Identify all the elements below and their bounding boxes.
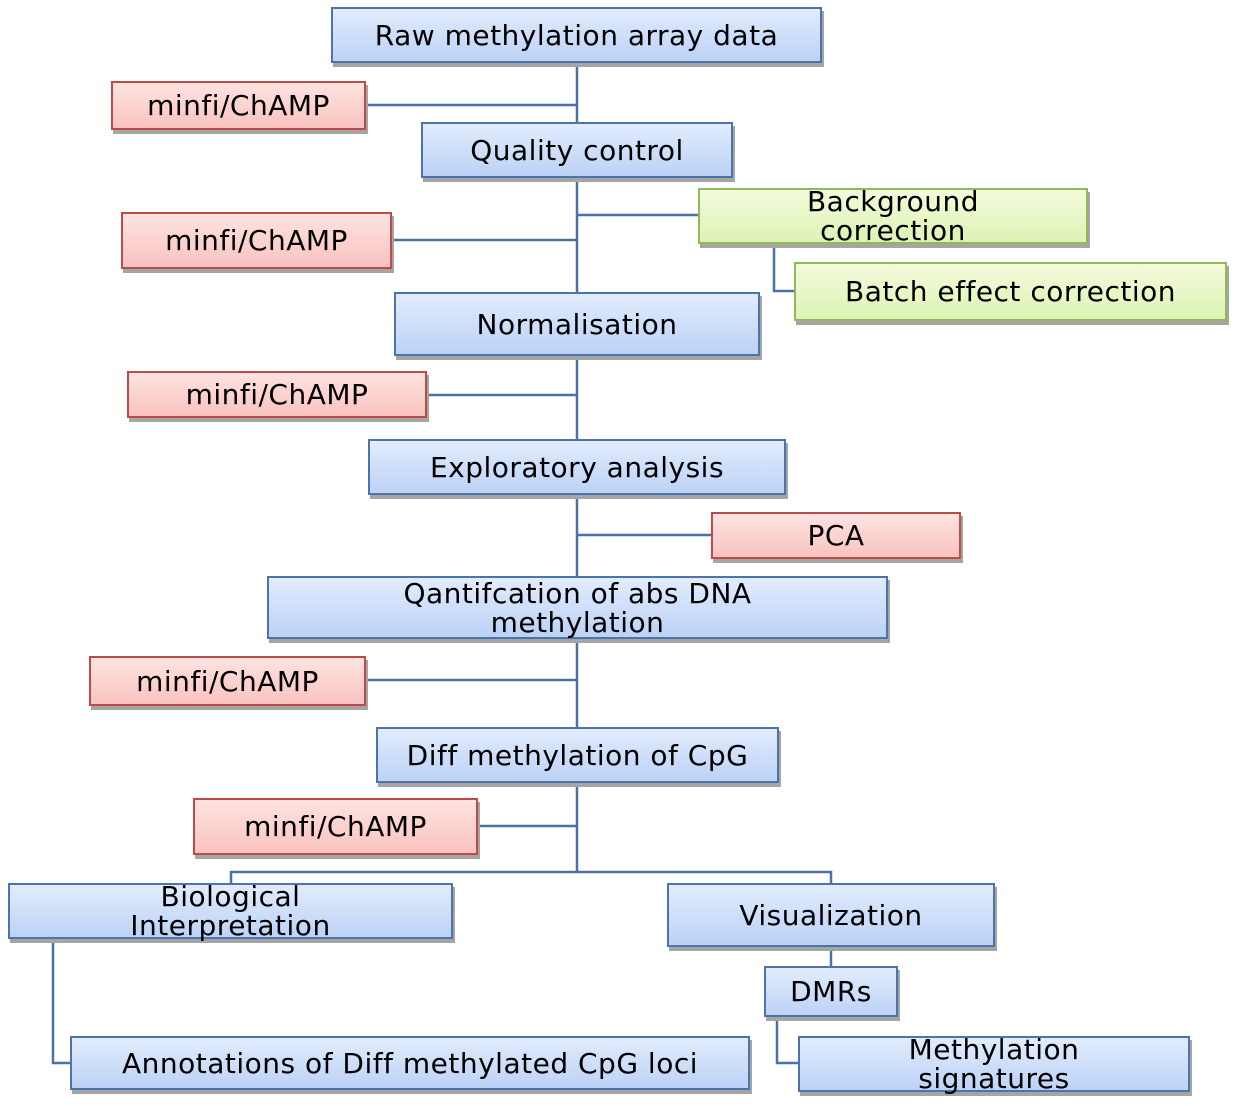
node-tool-2: minfi/ChAMP xyxy=(121,212,392,269)
node-methylation-signatures-label: Methylation signatures xyxy=(908,1033,1080,1095)
node-exploratory-analysis: Exploratory analysis xyxy=(368,439,786,495)
node-quality-control: Quality control xyxy=(421,122,733,178)
node-batch-effect: Batch effect correction xyxy=(794,262,1227,321)
node-raw-data-label: Raw methylation array data xyxy=(374,18,779,52)
connector-annotations xyxy=(51,938,71,1065)
node-biological-interpretation-label: Biological Interpretation xyxy=(130,880,331,942)
node-visualization-label: Visualization xyxy=(739,898,923,932)
node-background-correction: Background correction xyxy=(698,185,1088,247)
node-pca-label: PCA xyxy=(807,519,865,552)
node-diff-methylation-label: Diff methylation of CpG xyxy=(406,738,749,772)
node-tool-5-label: minfi/ChAMP xyxy=(244,810,427,843)
node-tool-3-label: minfi/ChAMP xyxy=(185,378,369,411)
node-methylation-signatures: Methylation signatures xyxy=(798,1033,1190,1095)
node-tool-2-label: minfi/ChAMP xyxy=(165,224,348,257)
node-tool-1-label: minfi/ChAMP xyxy=(147,89,330,122)
node-diff-methylation: Diff methylation of CpG xyxy=(376,727,779,783)
connector-batch xyxy=(772,245,795,293)
node-tool-4: minfi/ChAMP xyxy=(89,656,366,706)
node-dmrs-label: DMRs xyxy=(790,975,872,1008)
node-quantification: Qantifcation of abs DNA methylation xyxy=(267,576,888,639)
node-visualization: Visualization xyxy=(667,883,995,947)
node-background-correction-label: Background correction xyxy=(806,185,980,247)
node-normalisation-label: Normalisation xyxy=(476,307,678,341)
node-annotations-label: Annotations of Diff methylated CpG loci xyxy=(122,1046,698,1080)
node-quantification-label: Qantifcation of abs DNA methylation xyxy=(403,576,752,639)
node-raw-data: Raw methylation array data xyxy=(331,7,822,63)
node-biological-interpretation: Biological Interpretation xyxy=(8,880,453,942)
node-normalisation: Normalisation xyxy=(394,292,760,356)
node-tool-3: minfi/ChAMP xyxy=(127,371,427,418)
connector-branches xyxy=(229,870,833,884)
node-tool-5: minfi/ChAMP xyxy=(193,798,478,855)
connector-signatures xyxy=(775,1017,799,1065)
node-tool-4-label: minfi/ChAMP xyxy=(136,664,319,698)
node-annotations: Annotations of Diff methylated CpG loci xyxy=(70,1036,750,1090)
node-exploratory-analysis-label: Exploratory analysis xyxy=(429,450,725,484)
node-quality-control-label: Quality control xyxy=(470,133,684,167)
node-dmrs: DMRs xyxy=(764,966,898,1017)
node-batch-effect-label: Batch effect correction xyxy=(844,275,1177,308)
node-tool-1: minfi/ChAMP xyxy=(111,81,366,130)
node-pca: PCA xyxy=(711,512,961,559)
